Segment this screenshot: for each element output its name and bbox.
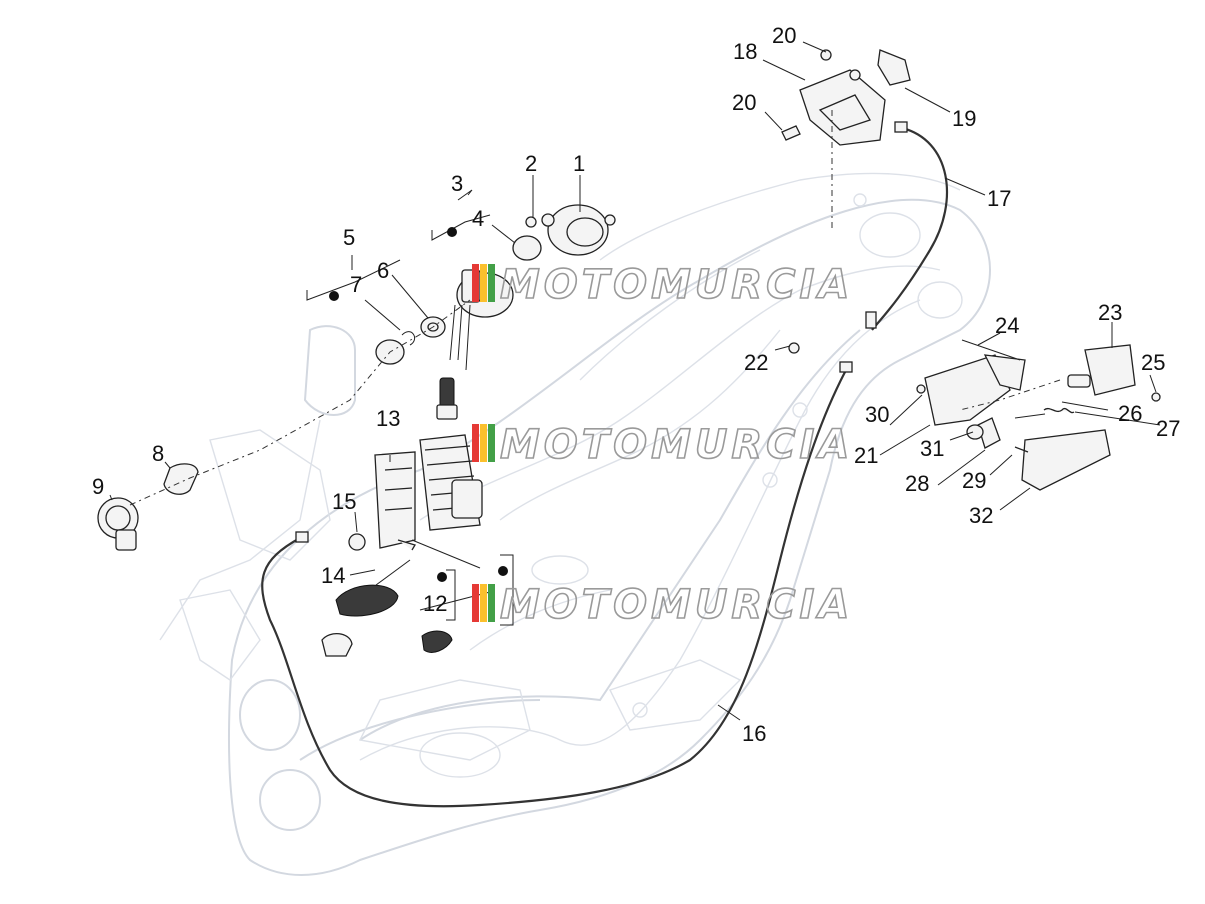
- callout-14: 14: [321, 563, 345, 588]
- callout-19: 19: [952, 106, 976, 131]
- ring-bezel: [97, 497, 139, 551]
- watermark-text: MOTOMURCIA: [500, 262, 853, 308]
- callout-31: 31: [920, 436, 944, 461]
- callout-32: 32: [969, 503, 993, 528]
- callout-3: 3: [451, 171, 463, 196]
- hinge-plate: [877, 49, 911, 86]
- small-screws: [788, 342, 1161, 453]
- callout-12: 12: [423, 591, 447, 616]
- callout-29: 29: [962, 468, 986, 493]
- callout-23: 23: [1098, 300, 1122, 325]
- callout-17: 17: [987, 186, 1011, 211]
- seal-clip: [163, 463, 199, 495]
- callout-4: 4: [472, 206, 484, 231]
- key-fob-bracket: [321, 584, 453, 657]
- callout-numbers: 1 2 3 4 5 6 7 8 9 12 13 14 15 16 17 18 1…: [92, 23, 1180, 746]
- saddle-release-cable-short: [865, 121, 949, 331]
- callout-16: 16: [742, 721, 766, 746]
- saddle-release-cable-long: [261, 361, 853, 808]
- callout-7: 7: [350, 272, 362, 297]
- assembly-lines: [129, 110, 1061, 626]
- callout-2: 2: [525, 151, 537, 176]
- callout-9: 9: [92, 474, 104, 499]
- callout-18: 18: [733, 39, 757, 64]
- screw-top: [820, 49, 832, 61]
- lock-pin: [966, 417, 1001, 449]
- watermark-text: MOTOMURCIA: [500, 422, 853, 468]
- callout-20-top: 20: [772, 23, 796, 48]
- watermark-3: MOTOMURCIA: [472, 581, 853, 629]
- ignition-switch-body: [541, 204, 616, 256]
- watermark-text: MOTOMURCIA: [500, 582, 853, 628]
- callout-27: 27: [1156, 416, 1180, 441]
- screw-small: [525, 216, 537, 228]
- callout-15: 15: [332, 489, 356, 514]
- callout-30: 30: [865, 402, 889, 427]
- callout-21: 21: [854, 443, 878, 468]
- clamp: [348, 533, 366, 551]
- saddle-lock-bracket: [924, 339, 1026, 426]
- saddle-hinge-bracket: [799, 69, 886, 146]
- callout-28: 28: [905, 471, 929, 496]
- callout-1: 1: [573, 151, 585, 176]
- watermark-1: MOTOMURCIA: [472, 261, 853, 309]
- callout-26: 26: [1118, 401, 1142, 426]
- scooter-frame: [159, 172, 991, 876]
- callout-25: 25: [1141, 350, 1165, 375]
- callout-5: 5: [343, 225, 355, 250]
- lock-spring: [1014, 407, 1075, 419]
- electronic-control-unit: [419, 434, 483, 531]
- screw-side: [781, 125, 801, 141]
- callout-22: 22: [744, 350, 768, 375]
- callout-20-side: 20: [732, 90, 756, 115]
- spring-clip: [401, 331, 415, 346]
- callout-13: 13: [376, 406, 400, 431]
- callout-8: 8: [152, 441, 164, 466]
- callout-6: 6: [377, 258, 389, 283]
- leader-lines: [109, 41, 1161, 721]
- lock-lever: [1021, 429, 1111, 491]
- control-unit-bracket: [374, 451, 416, 551]
- watermark-2: MOTOMURCIA: [472, 421, 853, 469]
- saddle-lock-actuator: [1067, 344, 1136, 396]
- lock-ring: [512, 235, 542, 261]
- callout-24: 24: [995, 313, 1019, 338]
